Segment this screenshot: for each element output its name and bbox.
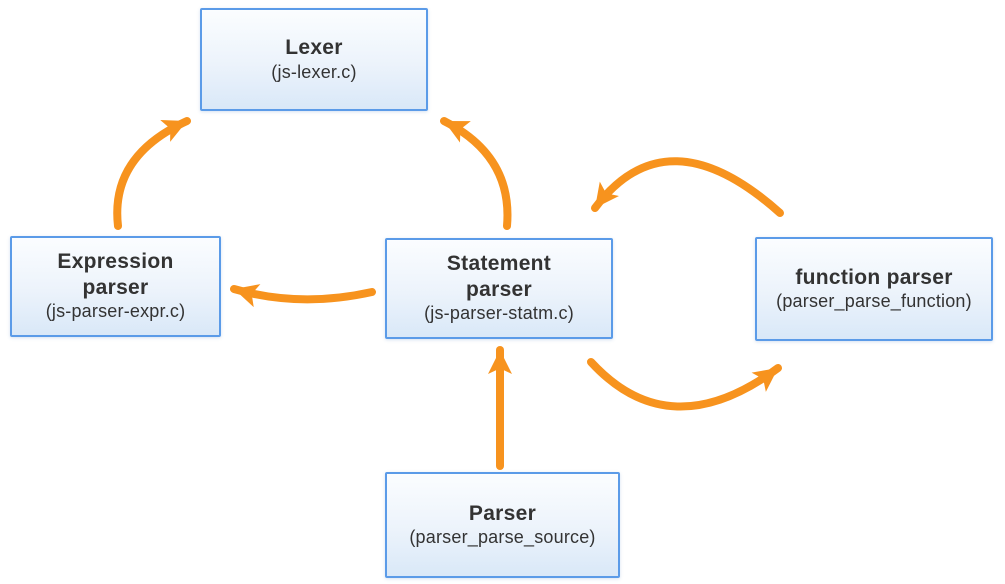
- node-subtitle: (parser_parse_source): [409, 527, 596, 548]
- arrow-statement-parser-to-function-parser: [587, 358, 782, 411]
- node-statement-parser: Statement parser (js-parser-statm.c): [385, 238, 613, 339]
- node-function-parser: function parser (parser_parse_function): [755, 237, 993, 341]
- node-title: Parser: [468, 501, 537, 525]
- node-subtitle: (js-parser-expr.c): [45, 301, 186, 322]
- node-lexer: Lexer (js-lexer.c): [200, 8, 428, 111]
- node-title: Lexer: [285, 36, 343, 59]
- arrow-function-parser-to-statement-parser: [591, 157, 784, 217]
- node-subtitle: (js-lexer.c): [271, 61, 357, 82]
- arrow-statement-parser-to-expression-parser: [230, 284, 376, 308]
- arrow-expression-parser-to-lexer: [113, 117, 191, 230]
- node-parser: Parser (parser_parse_source): [385, 472, 620, 578]
- arrow-statement-parser-to-lexer: [440, 117, 512, 230]
- node-subtitle: (parser_parse_function): [776, 291, 972, 312]
- node-title: Expression parser: [57, 250, 174, 299]
- node-title: Statement parser: [446, 252, 552, 301]
- node-subtitle: (js-parser-statm.c): [424, 303, 574, 324]
- node-expression-parser: Expression parser (js-parser-expr.c): [10, 236, 221, 337]
- node-title: function parser: [795, 265, 953, 289]
